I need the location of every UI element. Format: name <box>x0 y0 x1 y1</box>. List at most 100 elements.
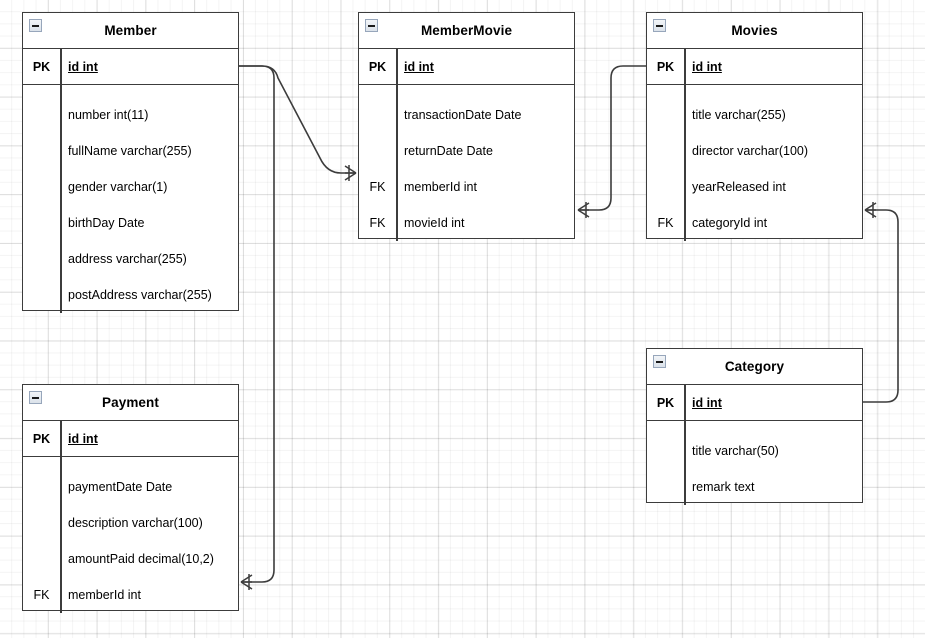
field-row[interactable]: postAddress varchar(255) <box>23 277 238 313</box>
field-row[interactable]: PK id int <box>359 49 574 85</box>
field-key: PK <box>32 431 51 446</box>
entity-membermovie-title: MemberMovie <box>420 23 513 38</box>
field-name: returnDate Date <box>404 144 493 158</box>
field-name: categoryId int <box>692 216 768 230</box>
entity-category-title: Category <box>724 359 785 374</box>
field-name: paymentDate Date <box>68 480 173 494</box>
field-name: id int <box>68 431 98 446</box>
column-divider <box>60 49 62 313</box>
field-row[interactable]: PK id int <box>23 49 238 85</box>
crowsfoot-membermovie-memberid <box>344 165 357 181</box>
field-row[interactable]: amountPaid decimal(10,2) <box>23 541 238 577</box>
field-name: yearReleased int <box>692 180 786 194</box>
field-row[interactable]: remark text <box>647 469 862 505</box>
field-spacer <box>359 85 574 97</box>
field-row[interactable]: FK memberId int <box>23 577 238 613</box>
entity-payment-header: Payment <box>23 385 238 421</box>
field-name: movieId int <box>404 216 465 230</box>
field-row[interactable]: title varchar(50) <box>647 433 862 469</box>
entity-payment-fields: PK id int paymentDate Date description v… <box>23 421 238 613</box>
field-name: director varchar(100) <box>692 144 809 158</box>
field-row[interactable]: number int(11) <box>23 97 238 133</box>
field-name: id int <box>692 395 722 410</box>
field-name: birthDay Date <box>68 216 145 230</box>
field-name: gender varchar(1) <box>68 180 168 194</box>
field-name: fullName varchar(255) <box>68 144 192 158</box>
field-row[interactable]: FK movieId int <box>359 205 574 241</box>
field-row[interactable]: FK memberId int <box>359 169 574 205</box>
field-name: memberId int <box>68 588 141 602</box>
field-spacer <box>23 457 238 469</box>
field-row[interactable]: FK categoryId int <box>647 205 862 241</box>
connector-category-movies <box>863 209 899 403</box>
field-name: amountPaid decimal(10,2) <box>68 552 214 566</box>
field-key: PK <box>656 395 675 410</box>
field-name: remark text <box>692 480 755 494</box>
field-key: FK <box>657 216 674 230</box>
column-divider <box>396 49 398 241</box>
crowsfoot-payment-memberid <box>240 574 253 590</box>
field-name: title varchar(255) <box>692 108 786 122</box>
collapse-minus-icon[interactable] <box>29 19 42 32</box>
entity-membermovie[interactable]: MemberMovie PK id int transactionDate Da… <box>358 12 575 241</box>
column-divider <box>60 421 62 613</box>
field-row[interactable]: PK id int <box>647 385 862 421</box>
field-row[interactable]: address varchar(255) <box>23 241 238 277</box>
field-row[interactable]: PK id int <box>23 421 238 457</box>
field-spacer <box>647 421 862 433</box>
field-key: PK <box>368 59 387 74</box>
entity-member-fields: PK id int number int(11) fullName varcha… <box>23 49 238 313</box>
connector-member-payment <box>239 65 275 583</box>
entity-payment[interactable]: Payment PK id int paymentDate Date descr… <box>22 384 239 613</box>
field-row[interactable]: returnDate Date <box>359 133 574 169</box>
crowsfoot-movies-categoryid <box>864 202 877 218</box>
field-name: address varchar(255) <box>68 252 187 266</box>
column-divider <box>684 49 686 241</box>
field-name: description varchar(100) <box>68 516 203 530</box>
entity-category-header: Category <box>647 349 862 385</box>
collapse-minus-icon[interactable] <box>653 355 666 368</box>
field-name: id int <box>692 59 722 74</box>
entity-payment-title: Payment <box>102 395 159 410</box>
field-row[interactable]: description varchar(100) <box>23 505 238 541</box>
entity-membermovie-header: MemberMovie <box>359 13 574 49</box>
field-row[interactable]: PK id int <box>647 49 862 85</box>
entity-category[interactable]: Category PK id int title varchar(50) rem… <box>646 348 863 505</box>
field-name: id int <box>404 59 434 74</box>
entity-membermovie-fields: PK id int transactionDate Date returnDat… <box>359 49 574 241</box>
field-spacer <box>647 85 862 97</box>
connector-member-membermovie <box>239 65 356 174</box>
field-name: number int(11) <box>68 108 149 122</box>
field-key: PK <box>32 59 51 74</box>
field-row[interactable]: paymentDate Date <box>23 469 238 505</box>
field-name: memberId int <box>404 180 477 194</box>
field-name: postAddress varchar(255) <box>68 288 212 302</box>
crowsfoot-membermovie-movieid <box>577 202 590 218</box>
connector-movies-membermovie <box>578 65 646 211</box>
field-row[interactable]: transactionDate Date <box>359 97 574 133</box>
entity-member[interactable]: Member PK id int number int(11) fullName… <box>22 12 239 313</box>
collapse-minus-icon[interactable] <box>365 19 378 32</box>
entity-movies-header: Movies <box>647 13 862 49</box>
entity-movies[interactable]: Movies PK id int title varchar(255) dire… <box>646 12 863 241</box>
field-key: PK <box>656 59 675 74</box>
field-name: title varchar(50) <box>692 444 779 458</box>
field-row[interactable]: gender varchar(1) <box>23 169 238 205</box>
column-divider <box>684 385 686 505</box>
field-row[interactable]: title varchar(255) <box>647 97 862 133</box>
field-row[interactable]: director varchar(100) <box>647 133 862 169</box>
field-row[interactable]: birthDay Date <box>23 205 238 241</box>
entity-movies-title: Movies <box>731 23 778 38</box>
collapse-minus-icon[interactable] <box>29 391 42 404</box>
field-name: transactionDate Date <box>404 108 522 122</box>
field-row[interactable]: fullName varchar(255) <box>23 133 238 169</box>
entity-member-title: Member <box>104 23 157 38</box>
field-name: id int <box>68 59 98 74</box>
field-key: FK <box>369 216 386 230</box>
entity-member-header: Member <box>23 13 238 49</box>
field-spacer <box>23 85 238 97</box>
collapse-minus-icon[interactable] <box>653 19 666 32</box>
field-row[interactable]: yearReleased int <box>647 169 862 205</box>
field-key: FK <box>33 588 50 602</box>
